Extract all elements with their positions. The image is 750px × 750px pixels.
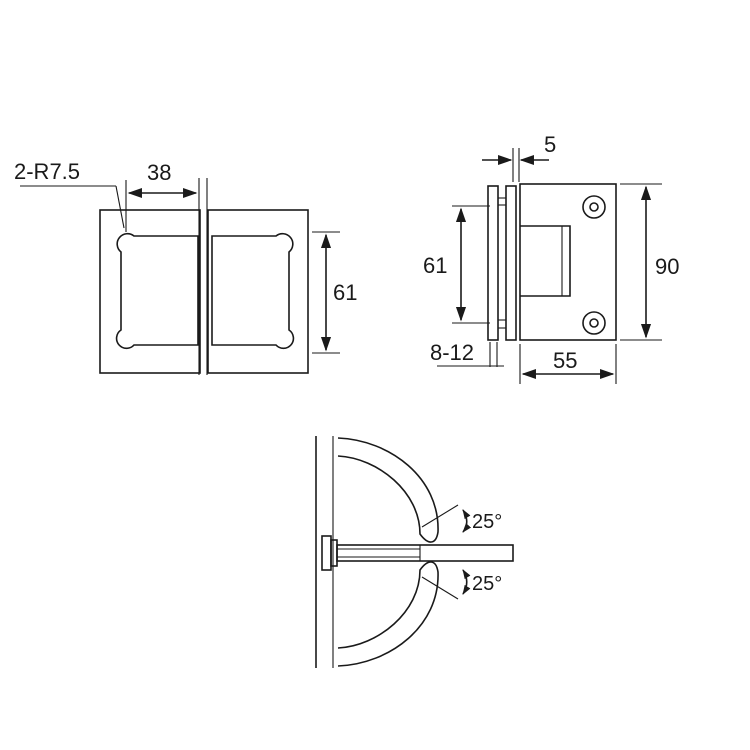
glass-panel: [336, 544, 514, 562]
angle-lower-label: 25°: [472, 573, 502, 595]
radius-label: 2-R7.5: [14, 159, 80, 184]
upper-swing-arc: [337, 437, 439, 543]
right-gasket-outline: [211, 232, 295, 350]
depth-label: 55: [553, 348, 577, 373]
lower-swing-arc: [337, 561, 439, 667]
thickness-label: 5: [544, 132, 556, 157]
left-plate: [99, 209, 201, 374]
screw-icon: [582, 311, 606, 335]
right-plate: [207, 209, 309, 374]
top-view: 25° 25°: [315, 436, 514, 668]
height-label: 61: [333, 280, 357, 305]
side-view: 5 61 90 8-12 55: [423, 132, 679, 384]
body-height-label: 90: [655, 254, 679, 279]
screw-icon: [582, 195, 606, 219]
clamp-plate-left: [487, 185, 499, 341]
clamp-plate-right: [505, 185, 517, 341]
front-view: 38 2-R7.5 61: [14, 159, 357, 375]
angle-upper-label: 25°: [472, 511, 502, 533]
glass-thickness-label: 8-12: [430, 340, 474, 365]
hinge-body: [519, 183, 617, 341]
width-label: 38: [147, 160, 171, 185]
hole-spacing-label: 61: [423, 253, 447, 278]
left-gasket-outline: [115, 232, 199, 350]
